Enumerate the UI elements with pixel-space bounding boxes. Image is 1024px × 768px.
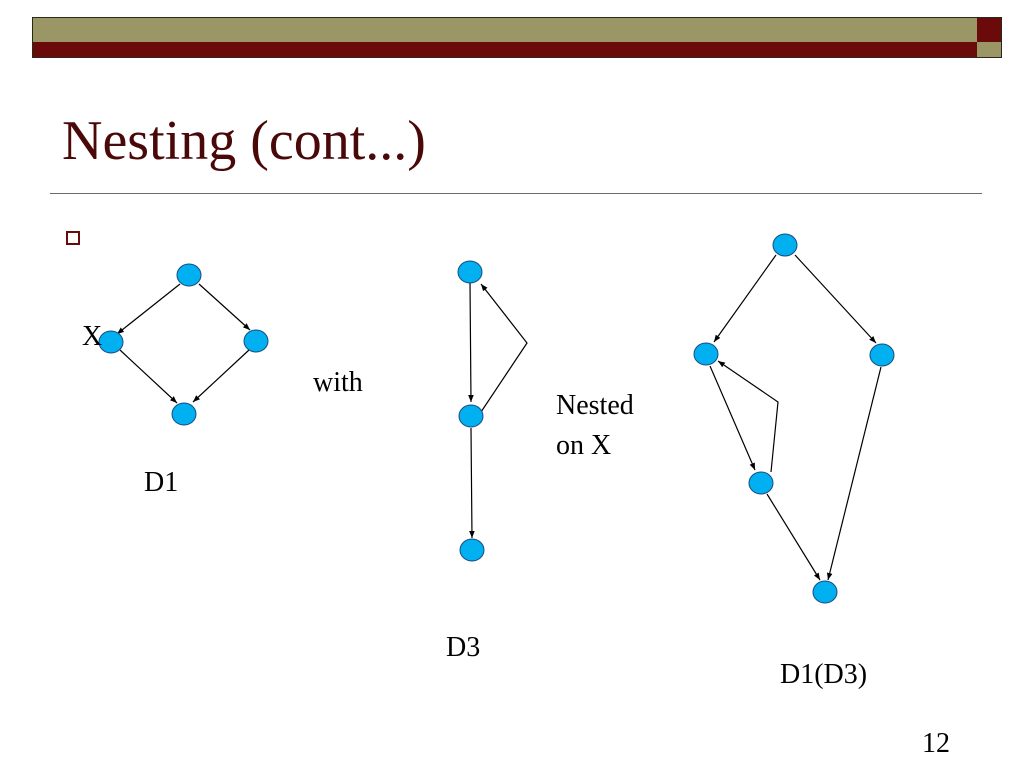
d3-node-bottom [459, 538, 485, 562]
d3-edge-loop-back [480, 283, 528, 413]
slide-title: Nesting (cont...) [62, 110, 426, 172]
d1d3-edge-right-bottom [826, 366, 882, 581]
header-band-olive [32, 17, 977, 42]
header-band-border [32, 17, 1002, 58]
d1-node-right [243, 329, 269, 353]
d1d3-caption: D1(D3) [780, 659, 868, 690]
d3-edge-top-mid [468, 281, 474, 403]
header-square-red [977, 17, 1002, 42]
d1d3-node-right [869, 343, 895, 367]
d1-edge-right-bottom [192, 349, 250, 403]
with-label: with [313, 367, 363, 398]
d1-node-top [176, 263, 202, 287]
d1d3-edge-left-inner [709, 365, 756, 471]
graph-d1-edges [116, 283, 251, 404]
d1-caption: D1 [144, 467, 179, 498]
d1d3-node-bottom [812, 580, 838, 604]
d3-node-top [457, 260, 483, 284]
d3-edge-mid-bottom [469, 427, 475, 539]
d3-node-middle [458, 404, 484, 428]
d1-node-left [98, 330, 124, 354]
d1d3-edge-top-left [713, 254, 777, 343]
d1-edge-top-left [116, 283, 181, 335]
graph-d1d3-edges [709, 254, 882, 581]
d1d3-node-top [772, 233, 798, 257]
bullet-square-icon [66, 231, 80, 245]
header-band-red [32, 42, 977, 58]
d1d3-edge-loop-back [717, 360, 779, 473]
d1d3-edge-top-right [794, 254, 877, 344]
d1-edge-left-bottom [119, 349, 178, 404]
d1-node-bottom [171, 402, 197, 426]
d1d3-node-left [693, 342, 719, 366]
nested-label-line1: Nested [556, 390, 634, 421]
d1d3-edge-inner-bottom [766, 493, 821, 581]
title-rule [50, 193, 982, 194]
page-number: 12 [922, 728, 950, 759]
d1d3-node-inner [748, 471, 774, 495]
nested-label-line2: on X [556, 430, 612, 461]
graph-d3-edges [468, 281, 528, 539]
d3-caption: D3 [446, 632, 481, 663]
header-square-olive [977, 42, 1002, 58]
x-marker-label: X [82, 321, 103, 352]
d1-edge-top-right [198, 283, 251, 331]
graph-nodes [98, 233, 895, 604]
